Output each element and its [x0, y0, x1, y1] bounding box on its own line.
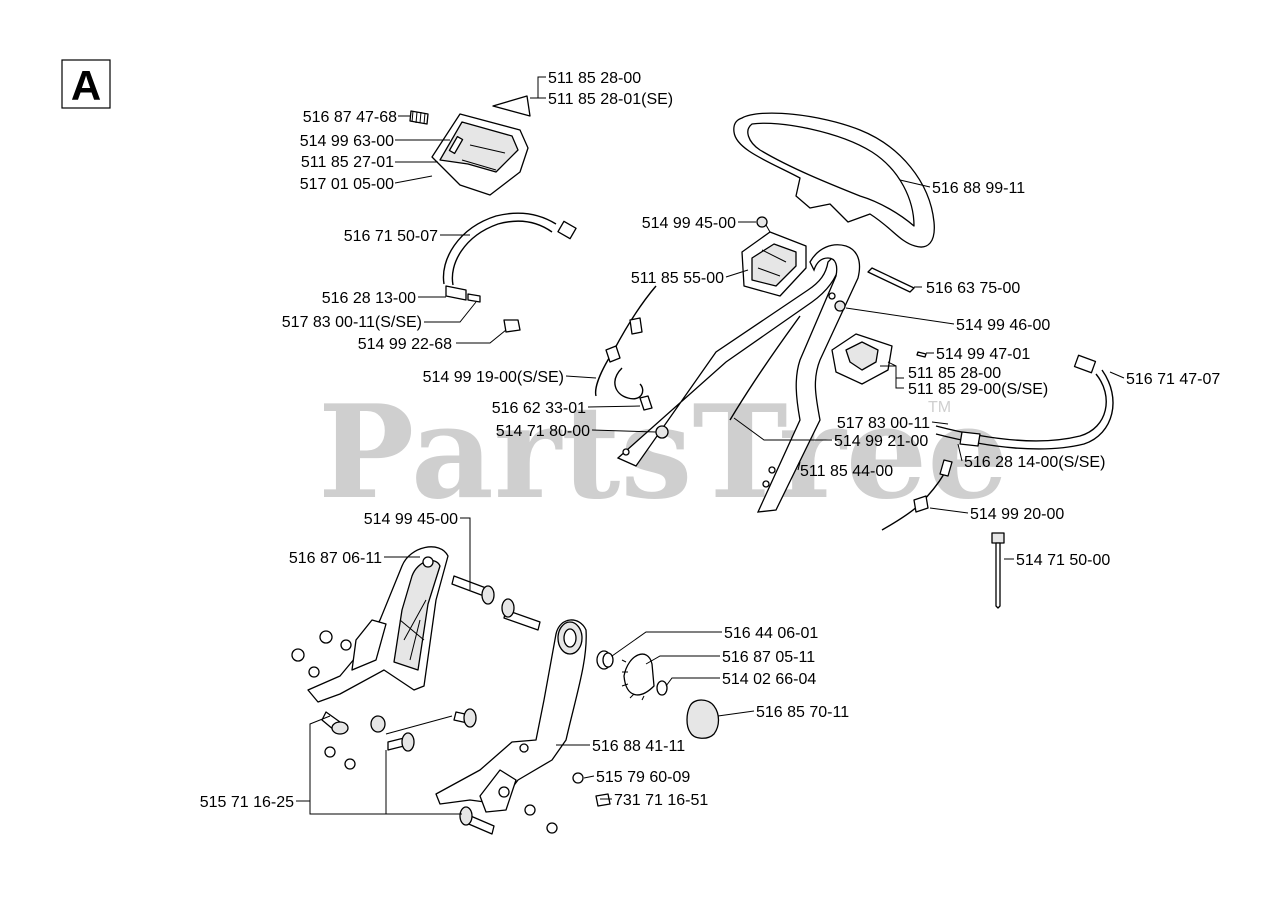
washer-part [656, 680, 668, 696]
part-label: 514 99 46-00 [956, 317, 1050, 334]
clevis-pin-part [639, 395, 653, 411]
part-label: 517 83 00-11(S/SE) [282, 314, 422, 331]
section-marker: A [61, 59, 111, 109]
part-label: 511 85 55-00 [631, 270, 724, 287]
part-label: 514 99 45-00 [364, 511, 458, 528]
part-label: 514 99 45-00 [642, 215, 736, 232]
watermark-trademark: TM [928, 399, 951, 416]
cable-tie-part [991, 532, 1005, 609]
nut-small-part [834, 300, 846, 312]
lower-bracket-left-part [307, 546, 449, 703]
cable-left-part [442, 212, 577, 303]
part-label: 514 02 66-04 [722, 671, 816, 688]
part-label: 511 85 28-01(SE) [548, 91, 673, 108]
carriage-bolt-upper-part [451, 575, 495, 605]
part-label: 516 62 33-01 [492, 400, 586, 417]
cable-right-part [935, 354, 1114, 450]
part-label: 516 87 06-11 [289, 550, 382, 567]
nut-washer-cluster-right [498, 772, 611, 834]
adjust-knob-part [686, 699, 720, 739]
part-label: 516 28 14-00(S/SE) [964, 454, 1105, 471]
part-label: 514 99 22-68 [358, 336, 452, 353]
part-number-labels: 511 85 28-00 511 85 28-01(SE) 516 87 47-… [200, 70, 1221, 811]
rod-pin-part [867, 267, 915, 293]
main-handle-tube-part [616, 244, 861, 513]
part-label: 516 44 06-01 [724, 625, 818, 642]
part-label: 511 85 27-01 [301, 154, 394, 171]
hex-bolt-left-part [321, 711, 349, 735]
part-label: 516 87 05-11 [722, 649, 815, 666]
part-label: 511 85 29-00(S/SE) [908, 381, 1048, 398]
section-letter: A [71, 62, 101, 109]
part-drawings [291, 95, 1114, 835]
control-cable-middle-part [594, 285, 657, 400]
console-cover-part [431, 113, 529, 196]
leader-lines [296, 76, 1125, 815]
part-label: 516 88 99-11 [932, 180, 1025, 197]
part-label: 511 85 28-00 [548, 70, 641, 87]
part-label: 517 83 00-11 [837, 415, 930, 432]
part-label: 516 87 47-68 [303, 109, 397, 126]
part-label: 511 85 44-00 [800, 463, 893, 480]
part-label: 515 71 16-25 [200, 794, 294, 811]
plug-part [503, 319, 521, 333]
part-label: 516 71 50-07 [344, 228, 438, 245]
part-label: 516 28 13-00 [322, 290, 416, 307]
nut-washer-cluster-left [291, 630, 386, 770]
inner-wire-part [729, 315, 801, 421]
carriage-bolt-mid-part [501, 598, 541, 631]
lower-bracket-right-part [435, 619, 587, 813]
spring-part [409, 110, 429, 125]
part-label: 516 85 70-11 [756, 704, 849, 721]
part-label: 516 71 47-07 [1126, 371, 1220, 388]
part-label: 515 79 60-09 [596, 769, 690, 786]
part-label: 731 71 16-51 [614, 792, 708, 809]
part-label: 516 88 41-11 [592, 738, 685, 755]
part-label: 514 99 19-00(S/SE) [423, 369, 564, 386]
part-label: 514 71 50-00 [1016, 552, 1110, 569]
throttle-lever-part [831, 333, 893, 385]
part-label: 514 99 21-00 [834, 433, 928, 450]
handle-grip-part [733, 112, 935, 248]
knob-nut-part [655, 425, 669, 439]
wedge-cap-part [492, 95, 531, 117]
watermark-text: PartsTree [318, 378, 1009, 528]
cable-lower-part [881, 459, 953, 531]
section-marker-box [61, 59, 111, 109]
part-label: 517 01 05-00 [300, 176, 394, 193]
part-label: 514 99 20-00 [970, 506, 1064, 523]
part-label: 514 99 47-01 [936, 346, 1030, 363]
torsion-spring-part [596, 650, 614, 670]
throttle-bracket-part [741, 231, 807, 297]
ratchet-gear-part [621, 653, 655, 701]
part-label: 516 63 75-00 [926, 280, 1020, 297]
hex-bolt-bottom-part [459, 806, 495, 835]
watermark: PartsTree TM [318, 378, 1009, 528]
screw-small-part [756, 216, 771, 233]
part-label: 514 71 80-00 [496, 423, 590, 440]
hex-bolt-mid-part [387, 708, 477, 752]
screw-tiny-part [916, 351, 927, 358]
part-label: 511 85 28-00 [908, 365, 1001, 382]
part-label: 514 99 63-00 [300, 133, 394, 150]
